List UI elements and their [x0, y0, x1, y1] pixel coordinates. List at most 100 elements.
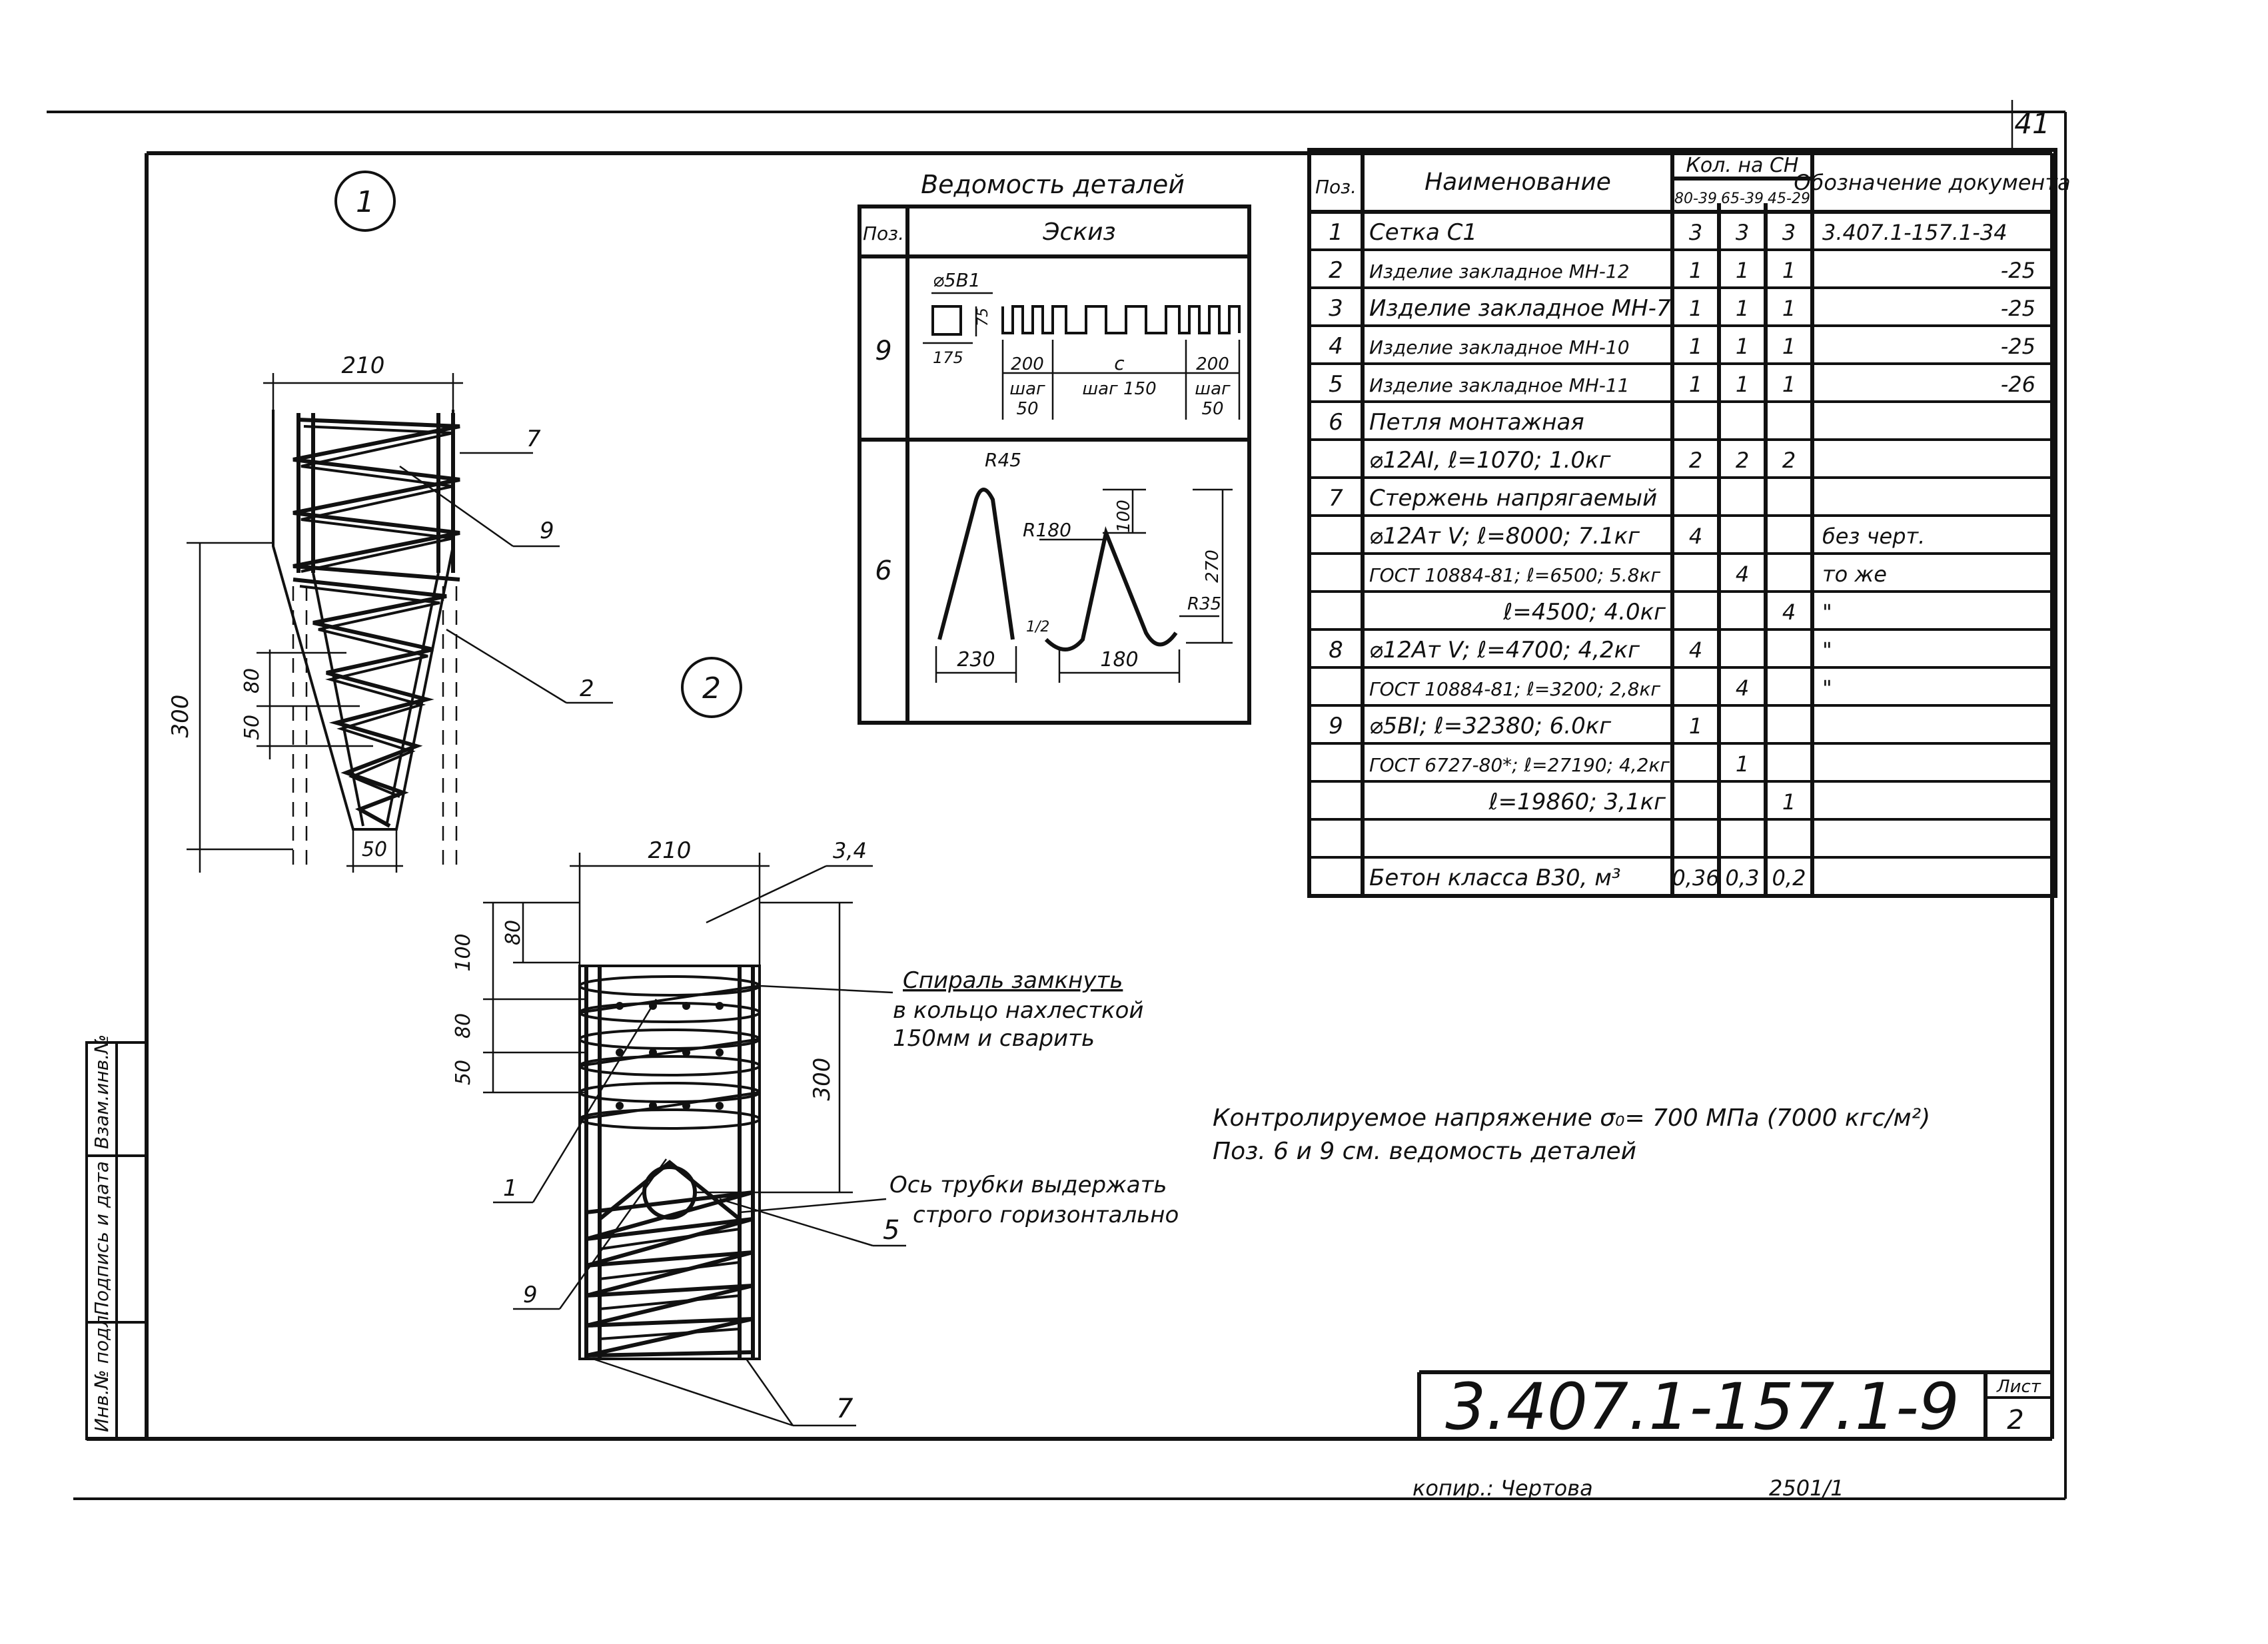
view-2-callout-5: 5: [883, 1215, 899, 1246]
spec-cell-qty-1: 4: [1689, 637, 1702, 663]
view-1-label: 1: [356, 185, 374, 219]
spec-cell-doc: -26: [2001, 372, 2035, 397]
spec-cell-name: Изделие закладное МН-10: [1369, 336, 1630, 358]
copy-note: копир.: Чертова: [1413, 1475, 1593, 1501]
spec-cell-name: ГОСТ 6727-80*; ℓ=27190; 4,2кг: [1369, 754, 1670, 776]
view-1-dim-pitch-50: 50: [241, 715, 264, 740]
spec-cell-qty-3: 1: [1782, 296, 1796, 321]
spec-cell-qty-1: 3: [1689, 220, 1702, 245]
spec-cell-pos: 4: [1329, 333, 1343, 360]
detail-9-label: 75: [975, 308, 991, 326]
spec-cell-name: Петля монтажная: [1369, 409, 1584, 436]
detail-9-label: 50: [1016, 399, 1038, 419]
spec-cell-doc: без черт.: [1822, 524, 1925, 549]
view-2-dim-top: 210: [648, 837, 692, 864]
detail-6-label: 1/2: [1026, 619, 1049, 635]
stamp-inv-podl: Инв.№ подл.: [91, 1310, 113, 1432]
detail-9-label: шаг: [1009, 379, 1045, 399]
note-stress-line-1: Контролируемое напряжение σ₀= 700 МПа (7…: [1213, 1104, 1930, 1132]
note-spiral-line-1: Спираль замкнуть: [903, 967, 1123, 994]
spec-cell-qty-2: 1: [1736, 258, 1749, 283]
copy-number: 2501/1: [1769, 1475, 1844, 1501]
detail-9-label: шаг: [1195, 379, 1231, 399]
spec-cell-doc: ": [1822, 675, 1832, 701]
spec-cell-name: ℓ=19860; 3,1кг: [1488, 789, 1667, 815]
view-2-dim-80: 80: [452, 1013, 475, 1038]
spec-cell-name: ⌀12АI, ℓ=1070; 1.0кг: [1369, 447, 1612, 474]
side-stamp: Инв.№ подл. Подпись и дата Взам.инв.№: [85, 1034, 148, 1440]
spec-cell-qty-1: 1: [1689, 296, 1702, 321]
view-2-callout-7: 7: [836, 1394, 853, 1424]
list-label: Лист: [1996, 1377, 2041, 1397]
spec-cell-qty-1: 1: [1689, 713, 1702, 739]
spec-cell-qty-1: 2: [1689, 448, 1702, 473]
spec-cell-doc: то же: [1822, 562, 1887, 587]
view-2-callout-1: 1: [503, 1175, 518, 1202]
spec-cell-name: Изделие закладное МН-7: [1369, 295, 1671, 322]
spec-cell-qty-1: 0,36: [1672, 865, 1719, 891]
detail-9-label: 200: [1196, 354, 1229, 374]
view-2-drawing: 210 3,4: [452, 837, 906, 1427]
sheet-border: [47, 100, 2067, 1500]
spec-header-qty-col: 45-29: [1768, 191, 1810, 207]
detail-6-label: R35: [1187, 594, 1221, 614]
view-2-label: 2: [702, 671, 721, 705]
view-2-mesh-dots: [616, 1002, 724, 1110]
spec-cell-doc: -25: [2001, 334, 2035, 359]
detail-9-label: 175: [933, 348, 963, 367]
view-1-callout-7: 7: [526, 426, 541, 452]
detail-9-label: 50: [1201, 399, 1223, 419]
view-1-dim-pitch-80: 80: [241, 668, 264, 693]
note-spiral-line-3: 150мм и сварить: [893, 1025, 1095, 1052]
view-2-dim-50: 50: [452, 1060, 475, 1085]
spec-cell-name: ГОСТ 10884-81; ℓ=3200; 2,8кг: [1369, 678, 1660, 700]
spec-cell-doc: 3.407.1-157.1-34: [1822, 220, 2007, 245]
detail-6-label: 230: [957, 648, 995, 671]
view-1-marker: [334, 171, 396, 232]
spec-cell-qty-1: 1: [1689, 372, 1702, 397]
spec-table-row-lines: [1309, 248, 2055, 859]
spec-cell-doc: ": [1822, 600, 1832, 625]
detail-6-label: 100: [1114, 500, 1134, 533]
title-block: [1417, 1370, 2052, 1439]
spec-cell-qty-1: 1: [1689, 334, 1702, 359]
spec-header-doc: Обозначение документа: [1794, 170, 2070, 195]
stamp-signature-date: Подпись и дата: [91, 1161, 113, 1316]
detail-row-6-pos: 6: [875, 556, 891, 586]
detail-sheet: [857, 205, 1251, 725]
spec-cell-pos: 6: [1329, 409, 1343, 436]
note-tube-line-1: Ось трубки выдержать: [889, 1172, 1167, 1198]
detail-sheet-title: Ведомость деталей: [921, 170, 1185, 199]
spec-header-qty: Кол. на СН: [1686, 154, 1799, 177]
spec-cell-name: Сетка С1: [1369, 219, 1477, 246]
detail-9-label: 200: [1011, 354, 1044, 374]
view-2-spiral: [578, 975, 761, 1130]
spec-cell-doc: ": [1822, 637, 1832, 663]
detail-6-label: 180: [1100, 648, 1138, 671]
detail-6-label: 270: [1203, 550, 1223, 583]
note-spiral-line-2: в кольцо нахлесткой: [893, 997, 1143, 1024]
spec-cell-doc: -25: [2001, 296, 2035, 321]
spec-cell-name: ℓ=4500; 4.0кг: [1502, 599, 1666, 625]
detail-6-label: R45: [985, 449, 1021, 471]
view-2-callout-3-4: 3,4: [833, 838, 867, 863]
spec-cell-name: ⌀5ВI; ℓ=32380; 6.0кг: [1369, 713, 1612, 739]
detail-6-sketch: [935, 488, 1233, 683]
view-1-callout-9: 9: [540, 518, 554, 544]
detail-9-label: с: [1114, 352, 1125, 374]
view-2-dim-80-top: 80: [502, 920, 525, 945]
note-stress-line-2: Поз. 6 и 9 см. ведомость деталей: [1213, 1138, 1636, 1165]
detail-9-sketch: [923, 292, 1241, 420]
spec-cell-qty-3: 4: [1782, 600, 1796, 625]
spec-header-qty-col: 65-39: [1721, 191, 1764, 207]
spec-cell-qty-3: 1: [1782, 334, 1796, 359]
spec-cell-qty-3: 0,2: [1772, 865, 1806, 891]
stamp-vzam-inv: Взам.инв.№: [91, 1034, 113, 1149]
detail-col-pos: Поз.: [863, 222, 904, 244]
spec-header-qty-col: 80-39: [1674, 191, 1717, 207]
spec-cell-name: Стержень напрягаемый: [1369, 485, 1657, 512]
spec-cell-qty-2: 4: [1736, 562, 1749, 587]
spec-cell-doc: -25: [2001, 258, 2035, 283]
note-tube-line-2: строго горизонтально: [913, 1202, 1179, 1228]
view-2-callout-9: 9: [523, 1282, 538, 1308]
